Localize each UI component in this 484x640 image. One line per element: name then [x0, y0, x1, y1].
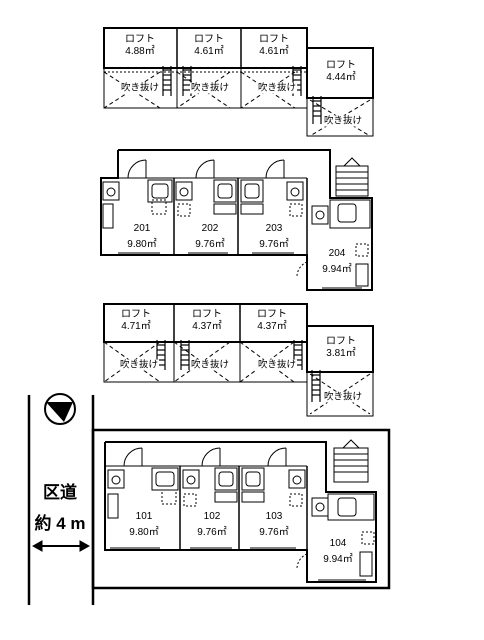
void-label: 吹き抜け [119, 82, 161, 94]
floor-block-lower [104, 439, 377, 583]
void-label: 吹き抜け [322, 391, 364, 403]
void-label: 吹き抜け [322, 115, 364, 127]
road-width-label: 約 4 m [34, 514, 86, 533]
loft-block-upper [103, 27, 374, 137]
void-label: 吹き抜け [118, 359, 160, 371]
void-label: 吹き抜け [256, 82, 298, 94]
void-label: 吹き抜け [189, 82, 231, 94]
floor-block-upper [100, 149, 373, 291]
void-label: 吹き抜け [256, 359, 298, 371]
road-name-label: 区道 [43, 483, 77, 502]
void-label: 吹き抜け [189, 359, 231, 371]
road-width-arrow [31, 540, 91, 552]
north-arrow-icon [44, 393, 76, 425]
loft-block-lower [103, 303, 374, 417]
